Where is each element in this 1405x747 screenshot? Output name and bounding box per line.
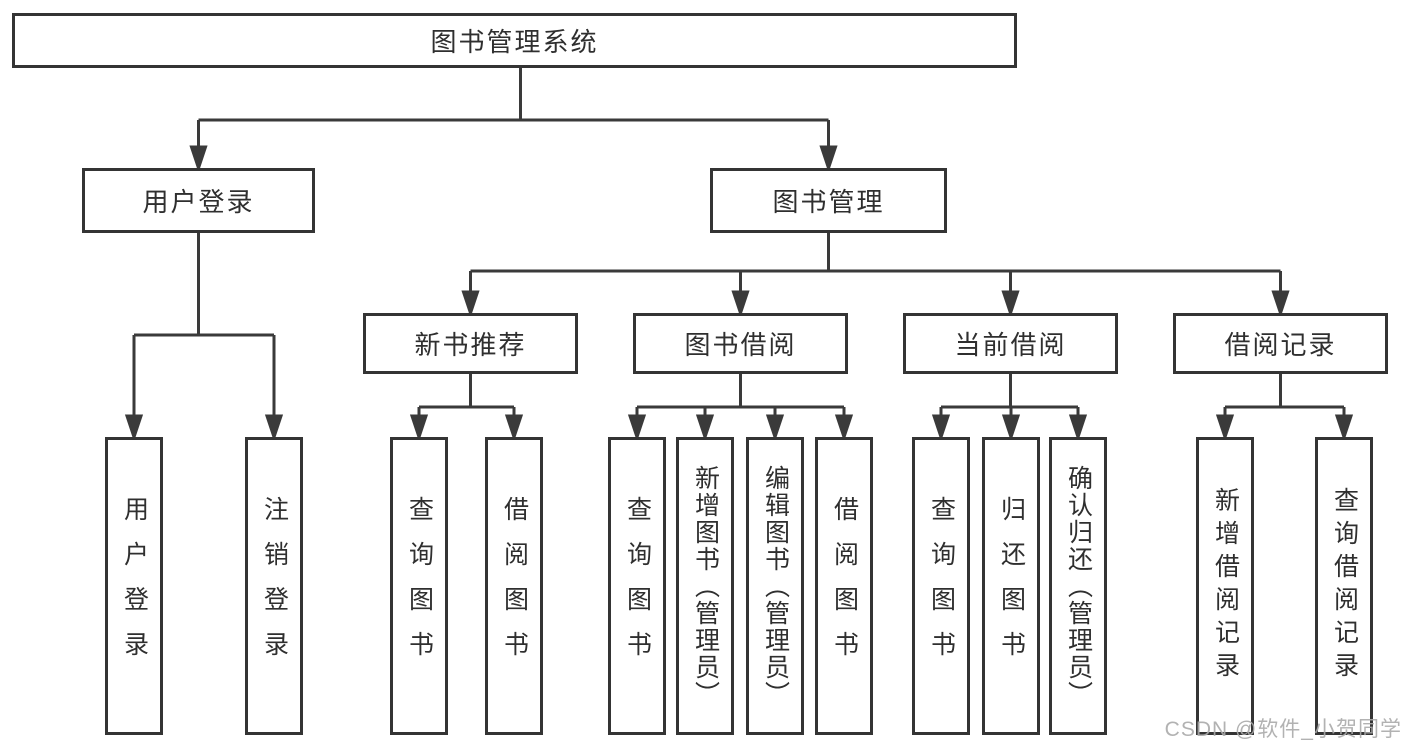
csdn-watermark: CSDN @软件_小贺同学 [1164,718,1402,741]
node-label: 用户登录 [120,496,149,676]
leaf-add-books-admin: 新增图书（管理员） [676,437,734,735]
edge-book-borrowing-children [627,374,854,442]
leaf-confirm-return-admin: 确认归还（管理员） [1049,437,1107,735]
node-label: 新增图书（管理员） [691,464,720,708]
leaf-borrow-books: 借阅图书 [815,437,873,735]
leaf-query-borrow-record: 查询借阅记录 [1315,437,1373,735]
node-label: 图书借阅 [684,330,797,360]
leaf-borrow-books-recommend: 借阅图书 [485,437,543,735]
node-label: 借阅图书 [500,496,529,676]
edge-root-to-level2 [189,68,838,173]
node-label: 借阅图书 [830,496,859,676]
node-label: 查询图书 [927,496,956,676]
node-current-borrowing: 当前借阅 [903,313,1118,374]
node-label: 用户登录 [142,187,255,217]
node-label: 当前借阅 [954,330,1067,360]
node-label: 注销登录 [260,496,289,676]
node-label: 图书管理 [772,187,885,217]
node-label: 借阅记录 [1224,330,1337,360]
node-label: 确认归还（管理员） [1064,464,1093,708]
leaf-return-books: 归还图书 [982,437,1040,735]
edge-new-book-recommendation-children [409,374,524,442]
leaf-query-books-current: 查询图书 [912,437,970,735]
node-label: 查询借阅记录 [1330,487,1359,685]
leaf-query-books-recommend: 查询图书 [390,437,448,735]
leaf-add-borrow-record: 新增借阅记录 [1196,437,1254,735]
node-label: 编辑图书（管理员） [761,464,790,708]
edge-current-borrowing-children [931,374,1088,442]
node-new-book-recommendation: 新书推荐 [363,313,578,374]
edge-user-login-children [124,233,284,442]
leaf-user-login: 用户登录 [105,437,163,735]
leaf-edit-books-admin: 编辑图书（管理员） [746,437,804,735]
node-label: 查询图书 [405,496,434,676]
node-book-borrowing: 图书借阅 [633,313,848,374]
node-label: 归还图书 [997,496,1026,676]
node-user-login: 用户登录 [82,168,315,233]
node-label: 新增借阅记录 [1211,487,1240,685]
leaf-query-books-borrow: 查询图书 [608,437,666,735]
node-label: 图书管理系统 [430,27,599,57]
edge-book-management-children [461,233,1290,318]
node-label: 新书推荐 [414,330,527,360]
node-label: 查询图书 [623,496,652,676]
node-library-management-system: 图书管理系统 [12,13,1017,68]
edge-borrowing-records-children [1215,374,1354,442]
node-borrowing-records: 借阅记录 [1173,313,1388,374]
node-book-management: 图书管理 [710,168,947,233]
leaf-logout: 注销登录 [245,437,303,735]
